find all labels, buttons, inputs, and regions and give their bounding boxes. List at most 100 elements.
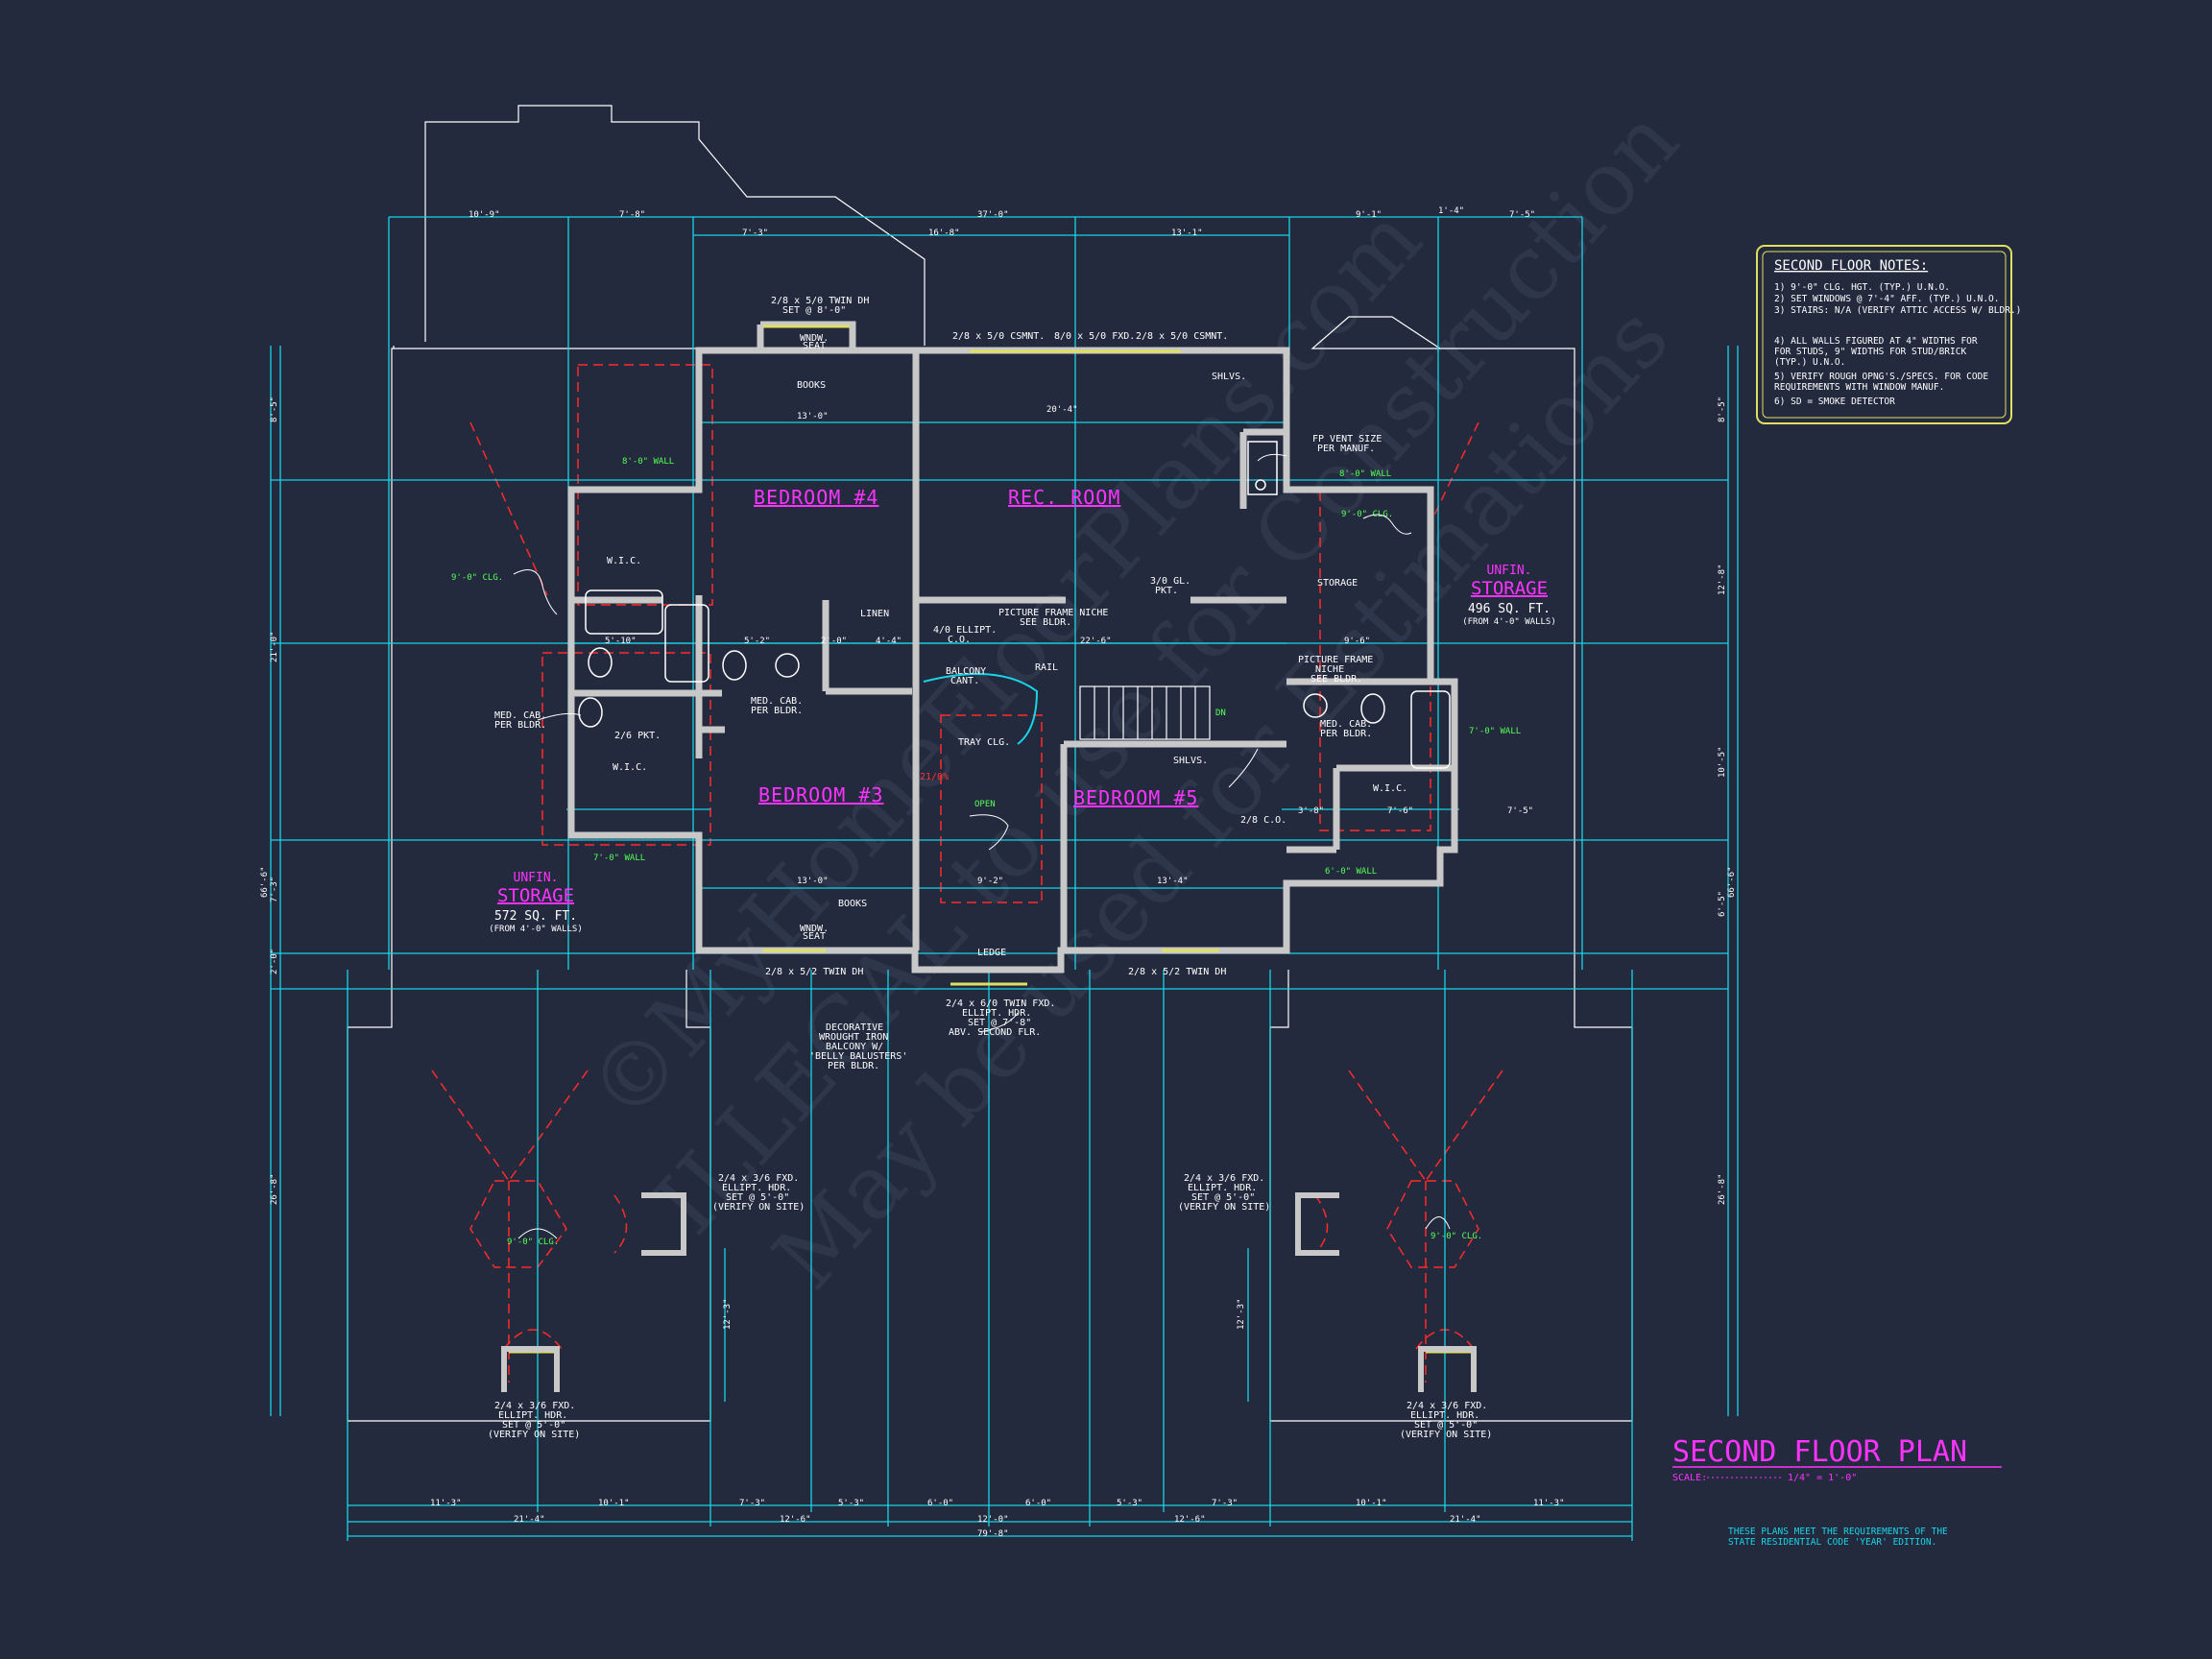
- svg-text:5'-3": 5'-3": [1117, 1499, 1142, 1508]
- hidden-roof-lines: [431, 364, 1503, 1382]
- svg-text:22'-6": 22'-6": [1080, 637, 1112, 646]
- svg-text:20'-4": 20'-4": [1046, 405, 1078, 415]
- bath-fixtures: [578, 441, 1451, 769]
- svg-text:SEE BLDR.: SEE BLDR.: [1310, 674, 1362, 685]
- svg-text:9'-0" CLG.: 9'-0" CLG.: [451, 573, 503, 583]
- svg-text:SCALE:: SCALE:: [1672, 1473, 1707, 1483]
- svg-text:13'-1": 13'-1": [1171, 228, 1203, 238]
- svg-text:5'-2": 5'-2": [744, 637, 770, 646]
- svg-text:STORAGE: STORAGE: [497, 885, 574, 906]
- svg-text:SET @ 5'-0": SET @ 5'-0": [1191, 1192, 1255, 1203]
- svg-text:SET @ 8'-0": SET @ 8'-0": [782, 305, 846, 316]
- svg-text:5'-10": 5'-10": [605, 637, 637, 646]
- svg-text:(VERIFY ON SITE): (VERIFY ON SITE): [712, 1202, 805, 1213]
- room-label-wic-lower: W.I.C.: [613, 762, 647, 773]
- notes-box: SECOND FLOOR NOTES: 1) 9'-0" CLG. HGT. (…: [1756, 245, 2021, 424]
- balcony-curve: [923, 673, 1039, 745]
- room-label-bedroom4: BEDROOM #4: [754, 486, 878, 509]
- leader-lines: [513, 453, 1451, 1239]
- svg-text:(TYP.) U.N.O.: (TYP.) U.N.O.: [1774, 357, 1845, 368]
- room-label-linen: LINEN: [860, 609, 889, 619]
- svg-text:2/4 x 3/6 FXD.: 2/4 x 3/6 FXD.: [718, 1173, 799, 1184]
- svg-text:7'-3": 7'-3": [270, 877, 279, 902]
- svg-text:PKT.: PKT.: [1155, 586, 1178, 596]
- svg-text:4) ALL WALLS FIGURED AT 4" WID: 4) ALL WALLS FIGURED AT 4" WIDTHS FOR: [1774, 336, 1978, 347]
- svg-text:26'-8": 26'-8": [270, 1173, 279, 1205]
- svg-text:21'-4": 21'-4": [514, 1515, 545, 1525]
- svg-text:1) 9'-0" CLG. HGT. (TYP.) U.N.: 1) 9'-0" CLG. HGT. (TYP.) U.N.O.: [1774, 282, 1950, 293]
- svg-text:MED. CAB.: MED. CAB.: [494, 710, 546, 721]
- room-label-wic-upper: W.I.C.: [607, 556, 641, 566]
- svg-text:9'-2": 9'-2": [977, 877, 1003, 886]
- svg-text:21'-4": 21'-4": [1450, 1515, 1481, 1525]
- svg-text:STATE RESIDENTIAL CODE 'YEAR': STATE RESIDENTIAL CODE 'YEAR' EDITION.: [1728, 1537, 1936, 1548]
- svg-text:4/0 ELLIPT.: 4/0 ELLIPT.: [933, 625, 997, 636]
- notes-title: SECOND FLOOR NOTES:: [1774, 258, 1928, 274]
- svg-text:21/0%: 21/0%: [920, 772, 949, 782]
- svg-text:2'-0": 2'-0": [821, 637, 847, 646]
- svg-text:ELLIPT. HDR.: ELLIPT. HDR.: [1188, 1183, 1257, 1193]
- svg-text:SHLVS.: SHLVS.: [1173, 756, 1208, 766]
- svg-text:WNDW.: WNDW.: [800, 924, 829, 934]
- svg-text:6'-0": 6'-0": [927, 1499, 953, 1508]
- svg-text:LEDGE: LEDGE: [977, 948, 1006, 958]
- svg-text:12'-8": 12'-8": [1718, 564, 1727, 595]
- room-label-rec-room: REC. ROOM: [1008, 486, 1120, 509]
- svg-text:10'-1": 10'-1": [598, 1499, 630, 1508]
- svg-text:10'-9": 10'-9": [469, 210, 500, 220]
- svg-text:13'-0": 13'-0": [797, 877, 829, 886]
- svg-text:MED. CAB.: MED. CAB.: [751, 696, 803, 707]
- svg-text:2/4 x 3/6 FXD.: 2/4 x 3/6 FXD.: [1184, 1173, 1264, 1184]
- svg-text:SHLVS.: SHLVS.: [1212, 372, 1246, 382]
- svg-text:RAIL: RAIL: [1035, 662, 1058, 673]
- svg-text:2'-0": 2'-0": [270, 949, 279, 974]
- svg-text:MED. CAB.: MED. CAB.: [1320, 719, 1372, 730]
- svg-text:8'-5": 8'-5": [270, 397, 279, 422]
- svg-text:FP VENT SIZE: FP VENT SIZE: [1312, 434, 1382, 445]
- svg-text:8'-0" WALL: 8'-0" WALL: [622, 457, 674, 467]
- dimension-lines: [270, 216, 1739, 1541]
- svg-text:5) VERIFY ROUGH OPNG'S./SPECS.: 5) VERIFY ROUGH OPNG'S./SPECS. FOR CODE: [1774, 372, 1988, 382]
- room-label-wic-right: W.I.C.: [1373, 783, 1407, 794]
- room-label-bedroom5: BEDROOM #5: [1073, 786, 1198, 809]
- svg-text:66'-6": 66'-6": [260, 866, 270, 898]
- svg-text:PICTURE FRAME NICHE: PICTURE FRAME NICHE: [998, 608, 1108, 618]
- svg-text:THESE PLANS MEET THE REQUIREME: THESE PLANS MEET THE REQUIREMENTS OF THE: [1728, 1527, 1948, 1537]
- small-bays: [501, 1192, 1477, 1392]
- svg-text:12'-6": 12'-6": [780, 1515, 811, 1525]
- svg-text:PER BLDR.: PER BLDR.: [828, 1061, 879, 1071]
- svg-text:SET @ 5'-0": SET @ 5'-0": [502, 1420, 565, 1431]
- svg-text:66'-6": 66'-6": [1727, 866, 1737, 898]
- svg-text:3'-8": 3'-8": [1298, 806, 1324, 816]
- svg-text:5'-3": 5'-3": [838, 1499, 864, 1508]
- svg-text:6'-5": 6'-5": [1718, 891, 1727, 917]
- svg-text:NICHE: NICHE: [1315, 664, 1344, 675]
- svg-text:37'-0": 37'-0": [977, 210, 1009, 220]
- svg-text:PER BLDR.: PER BLDR.: [751, 706, 803, 716]
- svg-text:2/8 x 5/2 TWIN DH: 2/8 x 5/2 TWIN DH: [765, 967, 863, 977]
- svg-text:8/0 x 5/0 FXD.: 8/0 x 5/0 FXD.: [1054, 331, 1135, 342]
- svg-text:UNFIN.: UNFIN.: [514, 871, 559, 885]
- svg-text:2/8 x 5/0 CSMNT.: 2/8 x 5/0 CSMNT.: [1136, 331, 1228, 342]
- svg-text:26'-8": 26'-8": [1718, 1173, 1727, 1205]
- svg-text:7'-8": 7'-8": [619, 210, 645, 220]
- svg-text:ELLIPT. HDR.: ELLIPT. HDR.: [498, 1410, 567, 1421]
- dimension-text: 10'-9" 7'-8" 7'-3" 16'-8" 13'-1" 9'-1" 7…: [260, 206, 1737, 1539]
- svg-text:ABV. SECOND FLR.: ABV. SECOND FLR.: [949, 1027, 1041, 1038]
- svg-text:6'-0" WALL: 6'-0" WALL: [1325, 867, 1377, 877]
- svg-text:79'-8": 79'-8": [977, 1529, 1009, 1539]
- unfin-storage-right: UNFIN. STORAGE 496 SQ. FT. (FROM 4'-0" W…: [1462, 564, 1556, 627]
- svg-text:7'-0" WALL: 7'-0" WALL: [1469, 727, 1521, 736]
- svg-text:(FROM 4'-0" WALLS): (FROM 4'-0" WALLS): [489, 925, 583, 934]
- svg-text:11'-3": 11'-3": [1533, 1499, 1565, 1508]
- svg-text:2/4 x 3/6 FXD.: 2/4 x 3/6 FXD.: [494, 1401, 575, 1411]
- svg-text:2/6 PKT.: 2/6 PKT.: [614, 731, 661, 741]
- svg-text:TRAY CLG.: TRAY CLG.: [958, 737, 1010, 748]
- svg-text:21'-0": 21'-0": [270, 631, 279, 662]
- svg-text:ELLIPT. HDR.: ELLIPT. HDR.: [1410, 1410, 1479, 1421]
- svg-text:WNDW.: WNDW.: [800, 333, 829, 344]
- svg-text:(FROM 4'-0" WALLS): (FROM 4'-0" WALLS): [1462, 617, 1556, 627]
- svg-text:1'-4": 1'-4": [1438, 206, 1464, 216]
- svg-text:6'-0": 6'-0": [1025, 1499, 1051, 1508]
- svg-text:7'-3": 7'-3": [739, 1499, 765, 1508]
